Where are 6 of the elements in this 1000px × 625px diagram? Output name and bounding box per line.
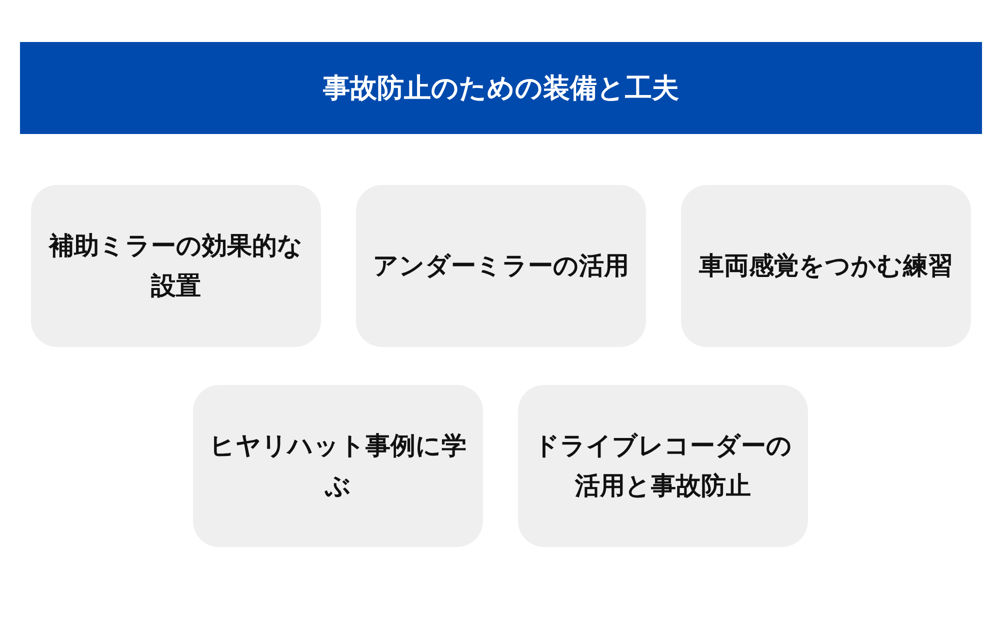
- card-text: ドライブレコーダーの活用と事故防止: [533, 430, 793, 502]
- card-text: 車両感覚をつかむ練習: [699, 250, 953, 282]
- card-text: 補助ミラーの効果的な設置: [47, 230, 304, 302]
- card-text: ヒヤリハット事例に学ぶ: [208, 430, 468, 502]
- title-banner: 事故防止のための装備と工夫: [20, 42, 982, 134]
- card-text: アンダーミラーの活用: [373, 250, 629, 282]
